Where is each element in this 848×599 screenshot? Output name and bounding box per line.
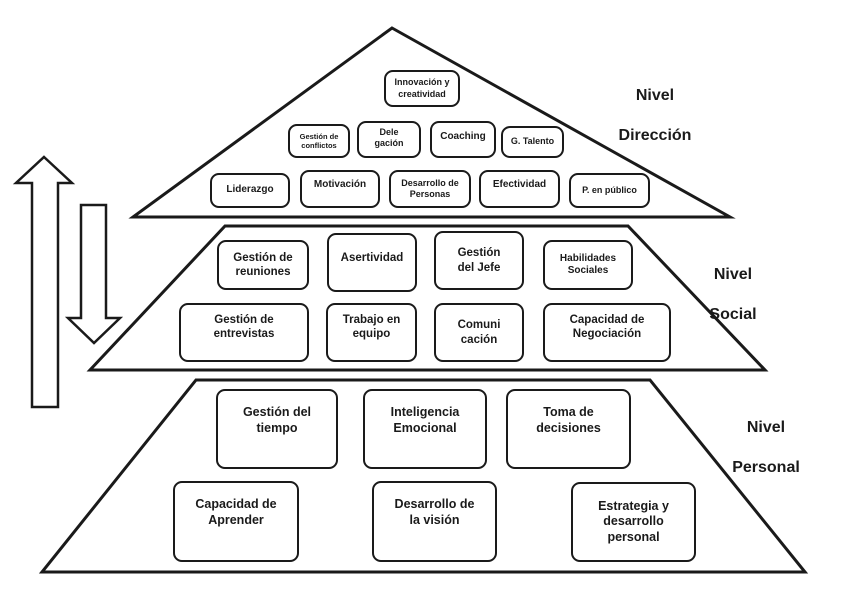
level-label-direccion-line2: Dirección (618, 127, 692, 144)
skill-inteligencia-emocional[interactable]: Inteligencia Emocional (363, 389, 487, 469)
skill-comunicacion[interactable]: Comuni cación (434, 303, 524, 362)
skill-trabajo-equipo[interactable]: Trabajo en equipo (326, 303, 417, 362)
skill-motivacion[interactable]: Motivación (300, 170, 380, 208)
skill-toma-decisiones[interactable]: Toma de decisiones (506, 389, 631, 469)
skill-coaching[interactable]: Coaching (430, 121, 496, 158)
direccion-triangle (128, 26, 736, 219)
skill-g-talento[interactable]: G. Talento (501, 126, 564, 158)
skill-desarrollo-personas[interactable]: Desarrollo de Personas (389, 170, 471, 208)
level-label-personal-line2: Personal (732, 459, 800, 476)
skill-p-en-publico[interactable]: P. en público (569, 173, 650, 208)
arrow-up-icon (12, 155, 76, 409)
skill-gestion-tiempo[interactable]: Gestión del tiempo (216, 389, 338, 469)
skill-delegacion[interactable]: Dele gación (357, 121, 421, 158)
level-label-social: Nivel Social (693, 245, 773, 345)
skill-innovacion[interactable]: Innovación y creatividad (384, 70, 460, 107)
skill-efectividad[interactable]: Efectividad (479, 170, 560, 208)
skill-gestion-conflictos[interactable]: Gestión de conflictos (288, 124, 350, 158)
skill-habilidades-sociales[interactable]: Habilidades Sociales (543, 240, 633, 290)
skill-capacidad-aprender[interactable]: Capacidad de Aprender (173, 481, 299, 562)
level-label-direccion-line1: Nivel (635, 87, 675, 104)
skill-asertividad[interactable]: Asertividad (327, 233, 417, 292)
arrow-down-icon (64, 203, 124, 345)
skill-gestion-jefe[interactable]: Gestión del Jefe (434, 231, 524, 290)
skill-liderazgo[interactable]: Liderazgo (210, 173, 290, 208)
level-label-direccion: Nivel Dirección (610, 66, 700, 166)
level-label-social-line1: Nivel (713, 266, 753, 283)
skill-gestion-reuniones[interactable]: Gestión de reuniones (217, 240, 309, 290)
level-label-personal-line1: Nivel (746, 419, 786, 436)
level-label-social-line2: Social (709, 306, 757, 323)
skill-gestion-entrevistas[interactable]: Gestión de entrevistas (179, 303, 309, 362)
skill-desarrollo-vision[interactable]: Desarrollo de la visión (372, 481, 497, 562)
skill-capacidad-negociacion[interactable]: Capacidad de Negociación (543, 303, 671, 362)
level-label-personal: Nivel Personal (716, 398, 816, 498)
skill-estrategia-desarrollo[interactable]: Estrategia y desarrollo personal (571, 482, 696, 562)
